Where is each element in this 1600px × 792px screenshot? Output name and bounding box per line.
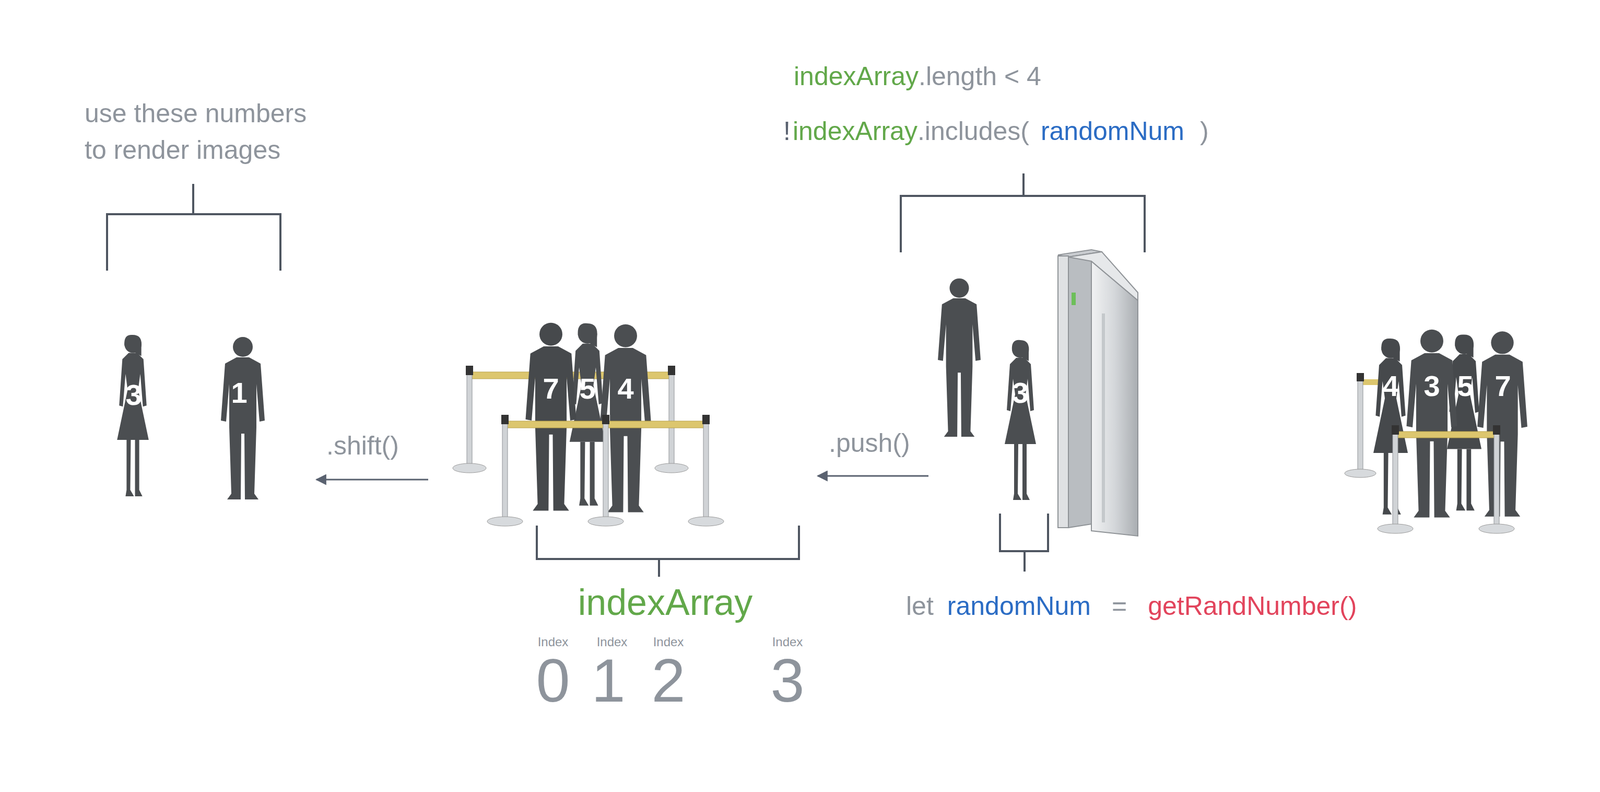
index-number: 3 bbox=[770, 649, 805, 711]
index-caption: Index bbox=[653, 635, 685, 649]
index-caption: Index bbox=[772, 635, 804, 649]
code-text: .includes( bbox=[917, 116, 1030, 147]
person-number: 3 bbox=[1012, 378, 1029, 408]
person-number: 7 bbox=[542, 373, 559, 404]
index-caption: Index bbox=[596, 635, 628, 649]
person-silhouette bbox=[1373, 338, 1408, 515]
code-operator: = bbox=[1111, 591, 1127, 622]
person-silhouette bbox=[1406, 329, 1457, 518]
code-text: ) bbox=[1200, 116, 1209, 147]
person-silhouette bbox=[1477, 331, 1528, 517]
note-text: use these numbers to render images bbox=[84, 95, 323, 169]
code-keyword: let bbox=[906, 591, 934, 622]
code-function: getRandNumber() bbox=[1147, 591, 1357, 622]
code-operator: ! bbox=[783, 116, 791, 147]
index-number: 2 bbox=[651, 649, 686, 711]
method-label: .push() bbox=[828, 428, 911, 459]
code-variable: indexArray bbox=[793, 61, 919, 92]
person-number: 1 bbox=[230, 378, 247, 408]
array-name: indexArray bbox=[578, 583, 754, 621]
stanchion bbox=[487, 414, 724, 526]
method-label: .shift() bbox=[326, 430, 399, 462]
person-number: 7 bbox=[1494, 371, 1511, 401]
index-number: 1 bbox=[591, 649, 626, 711]
person-number: 4 bbox=[1382, 371, 1399, 401]
person-number: 4 bbox=[617, 373, 634, 404]
person-number: 3 bbox=[1423, 371, 1440, 401]
stanchion bbox=[1377, 425, 1515, 534]
index-number: 0 bbox=[535, 649, 570, 711]
code-variable: indexArray bbox=[792, 116, 918, 147]
person-silhouette bbox=[1004, 339, 1037, 500]
person-number: 5 bbox=[579, 373, 596, 404]
person-silhouette bbox=[525, 322, 576, 511]
person-number: 5 bbox=[1456, 371, 1474, 401]
code-variable: randomNum bbox=[1040, 116, 1185, 147]
person-silhouette bbox=[116, 334, 149, 497]
person-number: 3 bbox=[125, 380, 142, 410]
code-variable: randomNum bbox=[947, 591, 1091, 622]
bracket bbox=[107, 173, 1145, 577]
stanchion bbox=[1344, 372, 1382, 478]
person-silhouette bbox=[937, 278, 981, 437]
index-caption: Index bbox=[537, 635, 569, 649]
person-silhouette bbox=[220, 336, 265, 500]
metal-detector bbox=[1057, 249, 1138, 536]
code-text: .length < 4 bbox=[918, 61, 1042, 92]
